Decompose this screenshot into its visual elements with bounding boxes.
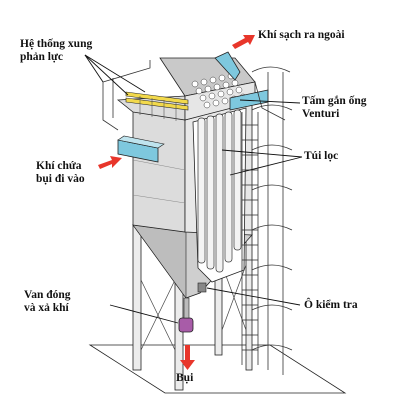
- label-venturi-plate-line1: Tấm gắn ống: [302, 95, 367, 107]
- outlet-duct: [214, 51, 241, 81]
- inlet-air-arrow: [98, 156, 122, 169]
- label-dusty-air-in: Khí chứa bụi đi vào: [36, 160, 85, 186]
- leader-lines: [84, 54, 303, 324]
- roof-railing: [102, 60, 286, 131]
- label-jet-pulse-system: Hệ thống xung phản lực: [20, 38, 92, 64]
- rotary-valve: [178, 317, 194, 333]
- label-venturi-plate-line2: Venturi: [302, 108, 340, 120]
- label-filter-bags: Túi lọc: [304, 150, 339, 162]
- label-inspection-door: Ô kiểm tra: [304, 299, 358, 311]
- label-jet-pulse-system-line2: phản lực: [20, 51, 64, 63]
- inspection-door: [197, 282, 207, 293]
- access-ladder: [241, 66, 293, 375]
- label-jet-pulse-system-line1: Hệ thống xung: [20, 38, 93, 50]
- label-valve: Van đóng và xả khí: [24, 289, 71, 315]
- dust-out-arrow: [180, 345, 195, 370]
- label-valve-line2: và xả khí: [24, 302, 69, 314]
- label-clean-air-out: Khí sạch ra ngoài: [258, 29, 345, 41]
- label-dusty-air-in-line2: bụi đi vào: [36, 173, 85, 185]
- housing-left-face: [132, 99, 186, 233]
- label-valve-line1: Van đóng: [24, 289, 71, 301]
- label-dust-out: Bụi: [176, 372, 194, 384]
- flow-arrows: [98, 35, 255, 370]
- label-venturi-plate: Tấm gắn ống Venturi: [302, 95, 367, 121]
- pulse-jet-pipes: [125, 91, 189, 111]
- clean-air-arrow: [232, 35, 255, 49]
- filter-bags: [197, 109, 242, 273]
- base-platform: [88, 344, 347, 394]
- label-dusty-air-in-line1: Khí chứa: [36, 160, 82, 172]
